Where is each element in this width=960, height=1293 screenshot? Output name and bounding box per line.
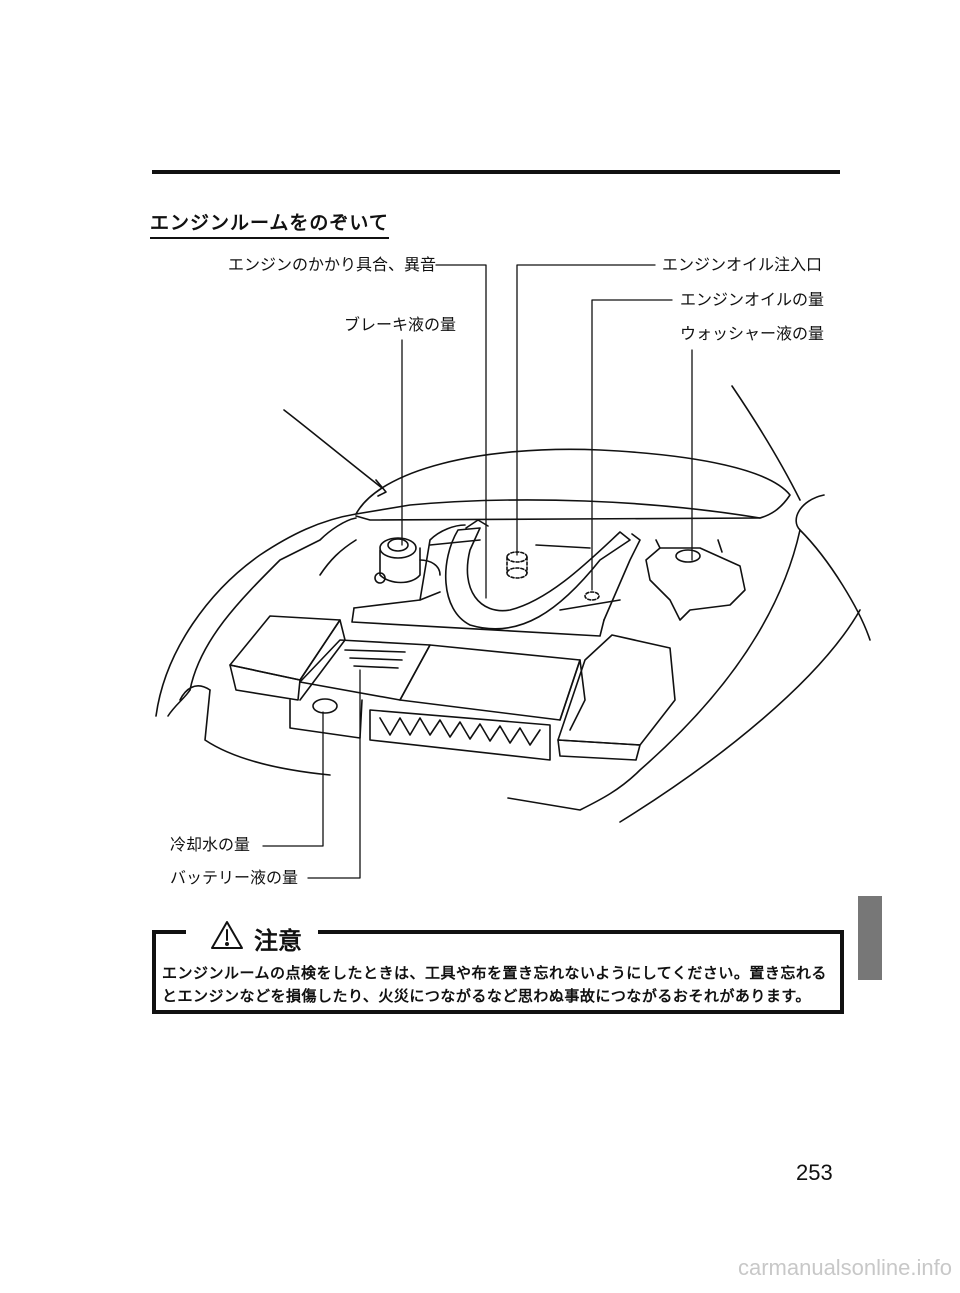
leader-coolant	[262, 711, 324, 847]
oil-filler-cap	[506, 551, 528, 579]
fuse-box	[557, 634, 676, 761]
body-outline	[155, 385, 871, 823]
callout-battery-fluid: バッテリー液の量	[170, 868, 299, 887]
leader-battery-fluid	[307, 669, 361, 879]
callout-brake-fluid: ブレーキ液の量	[344, 315, 457, 334]
section-title: エンジンルームをのぞいて	[150, 208, 389, 239]
radiator-module	[369, 644, 586, 761]
watermark: carmanualsonline.info	[737, 1255, 952, 1280]
callout-coolant: 冷却水の量	[170, 835, 251, 854]
caution-text: エンジンルームの点検をしたときは、工具や布を置き忘れないようにしてください。置き…	[162, 964, 827, 1005]
callout-washer-fluid: ウォッシャー液の量	[680, 324, 825, 343]
leader-lines	[262, 264, 693, 879]
washer-reservoir	[645, 539, 746, 621]
engine-cover	[351, 519, 641, 637]
page-number: 253	[796, 1160, 833, 1185]
oil-dipstick	[559, 591, 621, 611]
caution-box	[152, 930, 844, 1014]
battery	[289, 639, 431, 739]
callout-engine-sound: エンジンのかかり具合、異音	[228, 255, 437, 274]
leader-oil-level	[591, 299, 673, 591]
caution-topline-right	[318, 930, 840, 934]
callout-oil-level: エンジンオイルの量	[680, 290, 825, 309]
brake-reservoir	[374, 537, 441, 584]
caution-topline-left	[152, 930, 186, 934]
top-rule	[152, 170, 840, 174]
callout-oil-filler: エンジンオイル注入口	[662, 255, 823, 274]
leader-oil-filler	[516, 264, 656, 556]
section-tab-marker	[858, 896, 882, 980]
air-box	[229, 615, 346, 701]
caution-title: 注意	[254, 927, 302, 955]
